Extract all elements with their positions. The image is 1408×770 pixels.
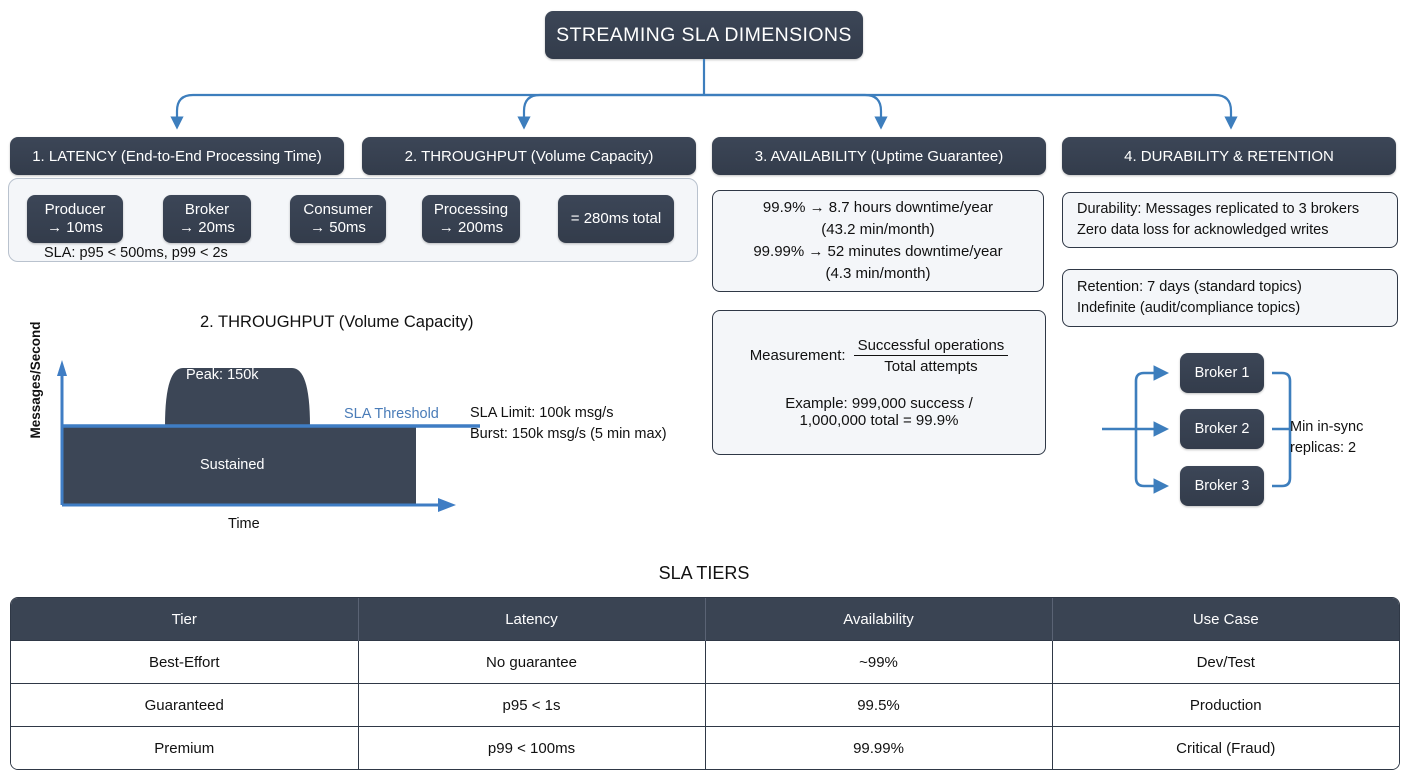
cell-latency: p99 < 100ms (358, 726, 706, 769)
chart-area-sustained (62, 368, 416, 505)
cell-availability: ~99% (705, 640, 1053, 684)
durability-line-2: Zero data loss for acknowledged writes (1077, 222, 1329, 238)
cell-tier: Guaranteed (11, 683, 359, 727)
diagram-title: STREAMING SLA DIMENSIONS (545, 11, 863, 59)
chart-threshold-label: SLA Threshold (344, 406, 439, 422)
latency-step-processing: Processing → 200ms (422, 195, 520, 243)
durability-card: Durability: Messages replicated to 3 bro… (1062, 192, 1398, 248)
measurement-prefix: Measurement: (749, 347, 846, 364)
cell-latency: No guarantee (358, 640, 706, 684)
cell-use-case: Dev/Test (1052, 640, 1399, 684)
cell-latency: p95 < 1s (358, 683, 706, 727)
throughput-chart-title: 2. THROUGHPUT (Volume Capacity) (200, 313, 474, 331)
column-header-availability: 3. AVAILABILITY (Uptime Guarantee) (712, 137, 1046, 175)
step-name: Producer (44, 201, 106, 218)
latency-total-label: = 280ms total (570, 210, 662, 227)
isr-line-1: Min in-sync (1290, 419, 1364, 435)
latency-total-box: = 280ms total (558, 195, 674, 243)
latency-step-broker: Broker → 20ms (163, 195, 251, 243)
step-value: → 10ms (47, 219, 103, 236)
broker-node-3: Broker 3 (1180, 466, 1264, 506)
measurement-fraction: Successful operations Total attempts (853, 337, 1009, 375)
cell-tier: Premium (11, 726, 359, 769)
latency-step-consumer: Consumer → 50ms (290, 195, 386, 243)
cell-availability: 99.5% (705, 683, 1053, 727)
downtime-line-3: 99.99% → 52 minutes downtime/year (753, 243, 1003, 260)
fraction-denominator: Total attempts (884, 357, 978, 375)
table-row: Guaranteed p95 < 1s 99.5% Production (11, 683, 1399, 727)
min-insync-replicas-label: Min in-sync replicas: 2 (1290, 417, 1363, 459)
downtime-line-4: (4.3 min/month) (825, 265, 931, 282)
column-header-latency: 1. LATENCY (End-to-End Processing Time) (10, 137, 344, 175)
broker-replication-diagram (1102, 365, 1292, 494)
chart-peak-label: Peak: 150k (186, 367, 259, 383)
column-header-latency-col: Latency (358, 598, 706, 641)
chart-x-axis-label: Time (228, 516, 260, 532)
fraction-numerator: Successful operations (853, 337, 1009, 356)
step-name: Consumer (303, 201, 373, 218)
retention-line-2: Indefinite (audit/compliance topics) (1077, 300, 1301, 316)
availability-downtime-card: 99.9% → 8.7 hours downtime/year (43.2 mi… (712, 190, 1044, 292)
column-header-throughput: 2. THROUGHPUT (Volume Capacity) (362, 137, 696, 175)
cell-use-case: Production (1052, 683, 1399, 727)
sla-tiers-title: SLA TIERS (658, 563, 750, 583)
table-row: Best-Effort No guarantee ~99% Dev/Test (11, 640, 1399, 684)
downtime-line-2: (43.2 min/month) (821, 221, 935, 238)
column-header-durability: 4. DURABILITY & RETENTION (1062, 137, 1396, 175)
retention-card: Retention: 7 days (standard topics) Inde… (1062, 269, 1398, 327)
table-header-row: Tier Latency Availability Use Case (11, 598, 1399, 641)
broker-node-2: Broker 2 (1180, 409, 1264, 449)
sla-limit-line-1: SLA Limit: 100k msg/s (470, 405, 614, 421)
step-name: Processing (433, 201, 509, 218)
table-row: Premium p99 < 100ms 99.99% Critical (Fra… (11, 726, 1399, 769)
chart-sla-limit-annotation: SLA Limit: 100k msg/s Burst: 150k msg/s … (470, 403, 667, 445)
durability-line-1: Durability: Messages replicated to 3 bro… (1077, 201, 1360, 217)
retention-line-1: Retention: 7 days (standard topics) (1077, 279, 1302, 295)
sla-limit-line-2: Burst: 150k msg/s (5 min max) (470, 426, 667, 442)
column-header-use-case: Use Case (1052, 598, 1399, 641)
cell-use-case: Critical (Fraud) (1052, 726, 1399, 769)
step-value: → 50ms (310, 219, 366, 236)
availability-measurement-card: Measurement: Successful operations Total… (712, 310, 1046, 455)
measurement-example-line-2: 1,000,000 total = 99.9% (799, 411, 959, 429)
measurement-example-line-1: Example: 999,000 success / (785, 394, 973, 412)
column-header-availability-col: Availability (705, 598, 1053, 641)
column-header-tier: Tier (11, 598, 359, 641)
latency-step-producer: Producer → 10ms (27, 195, 123, 243)
downtime-line-1: 99.9% → 8.7 hours downtime/year (762, 199, 994, 216)
cell-tier: Best-Effort (11, 640, 359, 684)
step-name: Broker (184, 201, 230, 218)
throughput-chart (57, 360, 480, 512)
cell-availability: 99.99% (705, 726, 1053, 769)
chart-sustained-label: Sustained (200, 457, 265, 473)
step-value: → 200ms (438, 219, 504, 236)
sla-tiers-table: Tier Latency Availability Use Case Best-… (10, 597, 1400, 770)
latency-sla-note: SLA: p95 < 500ms, p99 < 2s (44, 245, 228, 261)
broker-node-1: Broker 1 (1180, 353, 1264, 393)
step-value: → 20ms (179, 219, 235, 236)
isr-line-2: replicas: 2 (1290, 440, 1357, 456)
